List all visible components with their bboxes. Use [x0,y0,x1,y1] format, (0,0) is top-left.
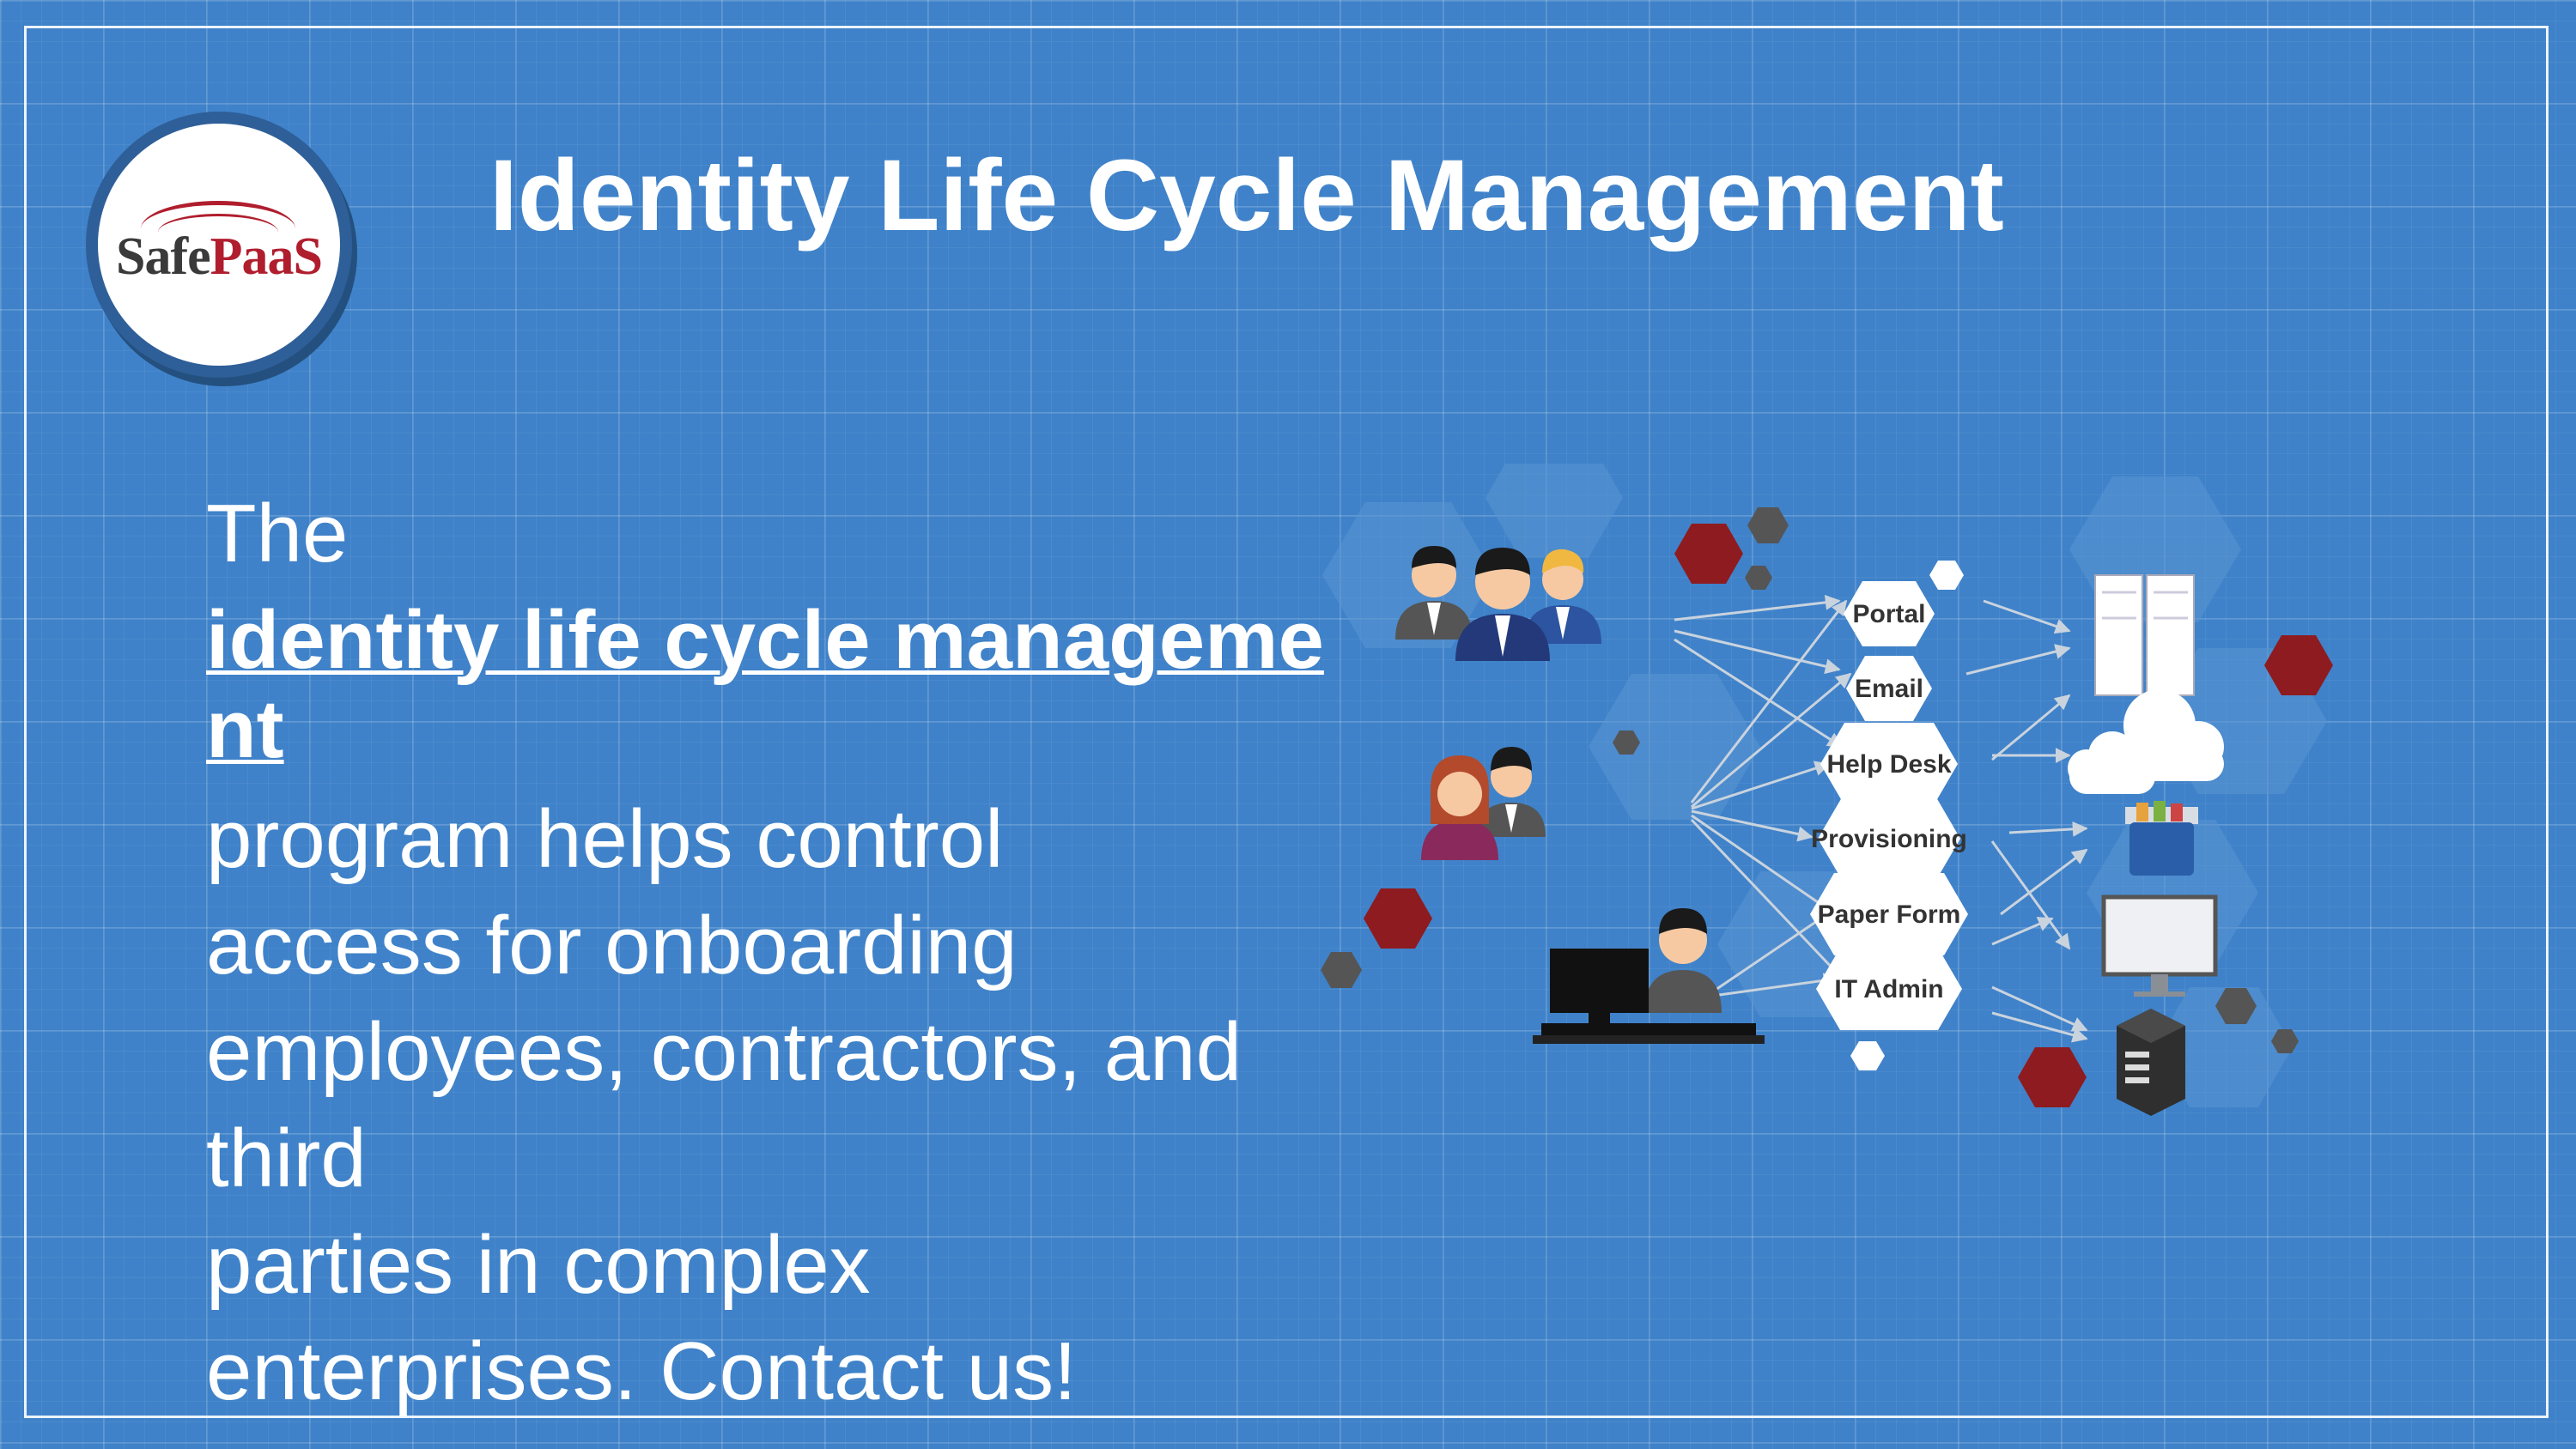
channel-label: Email [1855,675,1923,703]
channel-label: Provisioning [1811,825,1967,853]
computer-tower-icon [2117,1009,2185,1116]
archive-box-icon [2125,801,2198,876]
channel-label: Paper Form [1818,900,1961,929]
logo-text-paas: PaaS [210,227,323,286]
identity-lifecycle-link[interactable]: identity life cycle management [206,594,1324,775]
description-line: employees, contractors, and [206,1006,1242,1098]
identity-lifecycle-diagram: Portal Email Help Desk Provisioning Pape… [1321,464,2333,1116]
description-lead: The [206,488,349,579]
cloud-icon [2068,689,2224,794]
safepaas-logo: SafePaaS [86,112,352,378]
page-title: Identity Life Cycle Management [489,139,2004,252]
channel-hexagons [1810,581,1968,1030]
it-admin-desk-icon [1533,908,1765,1044]
description-line: access for onboarding [206,900,1018,991]
channel-label: Help Desk [1826,750,1951,779]
logo-text-safe: Safe [115,227,211,286]
channel-label: IT Admin [1834,975,1943,1003]
description-line: program helps control [206,793,1004,885]
server-rack-icon [2094,574,2195,696]
description-line: parties in complex [206,1219,871,1311]
flow-arrows [1674,594,2088,1043]
slide-frame [24,26,2549,1418]
description-line: third [206,1113,367,1204]
contractors-group-icon [1421,747,1546,860]
employees-group-icon [1395,546,1601,661]
accent-hexagons [1321,507,2333,1107]
description-line: enterprises. Contact us! [206,1325,1077,1417]
channel-label: Portal [1852,600,1925,628]
description: The identity life cycle management progr… [206,481,1357,1425]
monitor-icon [2101,894,2218,997]
